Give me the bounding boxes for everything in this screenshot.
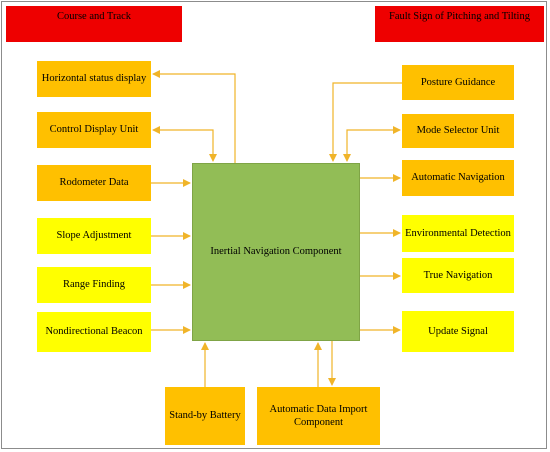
stand-by-battery-box: Stand-by Battery	[165, 387, 245, 445]
horizontal-status-display-box: Horizontal status display	[37, 61, 151, 97]
inertial-navigation-component-label: Inertial Navigation Component	[210, 246, 342, 258]
arrow-control-display-unit-bidirectional	[152, 126, 217, 162]
update-signal-box: Update Signal	[402, 311, 514, 352]
course-and-track-box: Course and Track	[6, 6, 182, 42]
automatic-navigation-label: Automatic Navigation	[411, 172, 505, 184]
arrow-mode-selector-unit-bidirectional	[343, 126, 401, 162]
control-display-unit-box: Control Display Unit	[37, 112, 151, 148]
slope-adjustment-label: Slope Adjustment	[56, 230, 132, 242]
nondirectional-beacon-box: Nondirectional Beacon	[37, 312, 151, 352]
course-and-track-label: Course and Track	[56, 11, 132, 22]
inertial-navigation-component-box: Inertial Navigation Component	[192, 163, 360, 341]
automatic-data-import-label: Automatic Data Import Component	[269, 403, 368, 428]
mode-selector-unit-label: Mode Selector Unit	[416, 125, 500, 137]
nondirectional-beacon-label: Nondirectional Beacon	[45, 326, 143, 338]
automatic-data-import-box: Automatic Data Import Component	[257, 387, 380, 445]
fault-sign-label: Fault Sign of Pitching and Tilting	[389, 11, 530, 22]
mode-selector-unit-box: Mode Selector Unit	[402, 114, 514, 148]
arrow-from-posture-guidance	[329, 82, 402, 162]
environmental-detection-label: Environmental Detection	[405, 227, 511, 239]
true-navigation-box: True Navigation	[402, 258, 514, 293]
fault-sign-box: Fault Sign of Pitching and Tilting	[375, 6, 544, 42]
arrow-to-horizontal-status-display	[152, 70, 236, 163]
rodometer-data-label: Rodometer Data	[59, 177, 129, 189]
range-finding-box: Range Finding	[37, 267, 151, 303]
control-display-unit-label: Control Display Unit	[49, 124, 139, 136]
range-finding-label: Range Finding	[62, 279, 126, 291]
horizontal-status-display-label: Horizontal status display	[41, 73, 147, 85]
environmental-detection-box: Environmental Detection	[402, 215, 514, 252]
true-navigation-label: True Navigation	[423, 269, 493, 281]
automatic-navigation-box: Automatic Navigation	[402, 160, 514, 196]
posture-guidance-box: Posture Guidance	[402, 65, 514, 100]
slope-adjustment-box: Slope Adjustment	[37, 218, 151, 254]
rodometer-data-box: Rodometer Data	[37, 165, 151, 201]
posture-guidance-label: Posture Guidance	[420, 76, 496, 88]
stand-by-battery-label: Stand-by Battery	[169, 410, 241, 422]
update-signal-label: Update Signal	[428, 325, 488, 337]
